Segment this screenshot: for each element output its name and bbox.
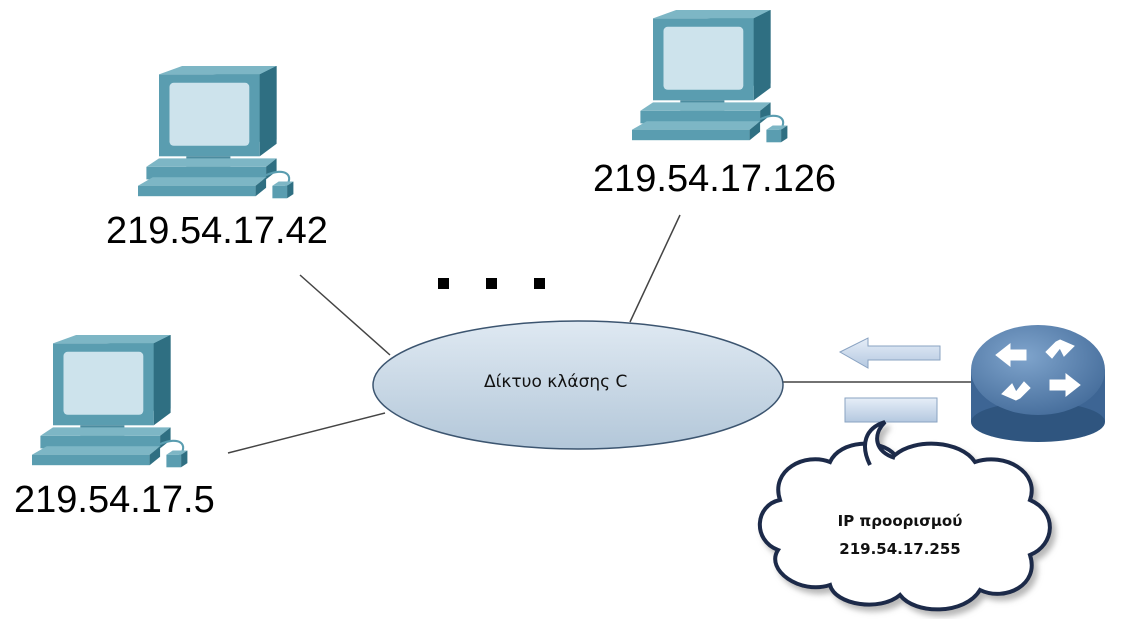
callout-line1: IP προορισμού — [837, 512, 963, 530]
ellipsis-dots — [438, 278, 545, 289]
computer-icon-top-right — [630, 8, 789, 144]
link-top-right — [629, 214, 681, 323]
host-ip-label-top-left: 219.54.17.42 — [106, 210, 328, 252]
network-ellipse — [372, 320, 784, 450]
host-ip-label-top-right: 219.54.17.126 — [593, 158, 837, 200]
network-label: Δίκτυο κλάσης C — [484, 372, 628, 392]
callout-cloud — [757, 420, 1052, 612]
host-ip-label-bottom-left: 219.54.17.5 — [14, 479, 215, 521]
link-bottom-left — [227, 412, 386, 454]
computer-icon-top-left — [136, 64, 295, 200]
left-arrow-icon — [838, 337, 941, 369]
computer-icon-bottom-left — [30, 333, 189, 469]
router-icon — [971, 325, 1105, 442]
link-top-left — [299, 274, 391, 356]
callout-line2: 219.54.17.255 — [839, 540, 961, 558]
packet-icon — [844, 397, 938, 423]
